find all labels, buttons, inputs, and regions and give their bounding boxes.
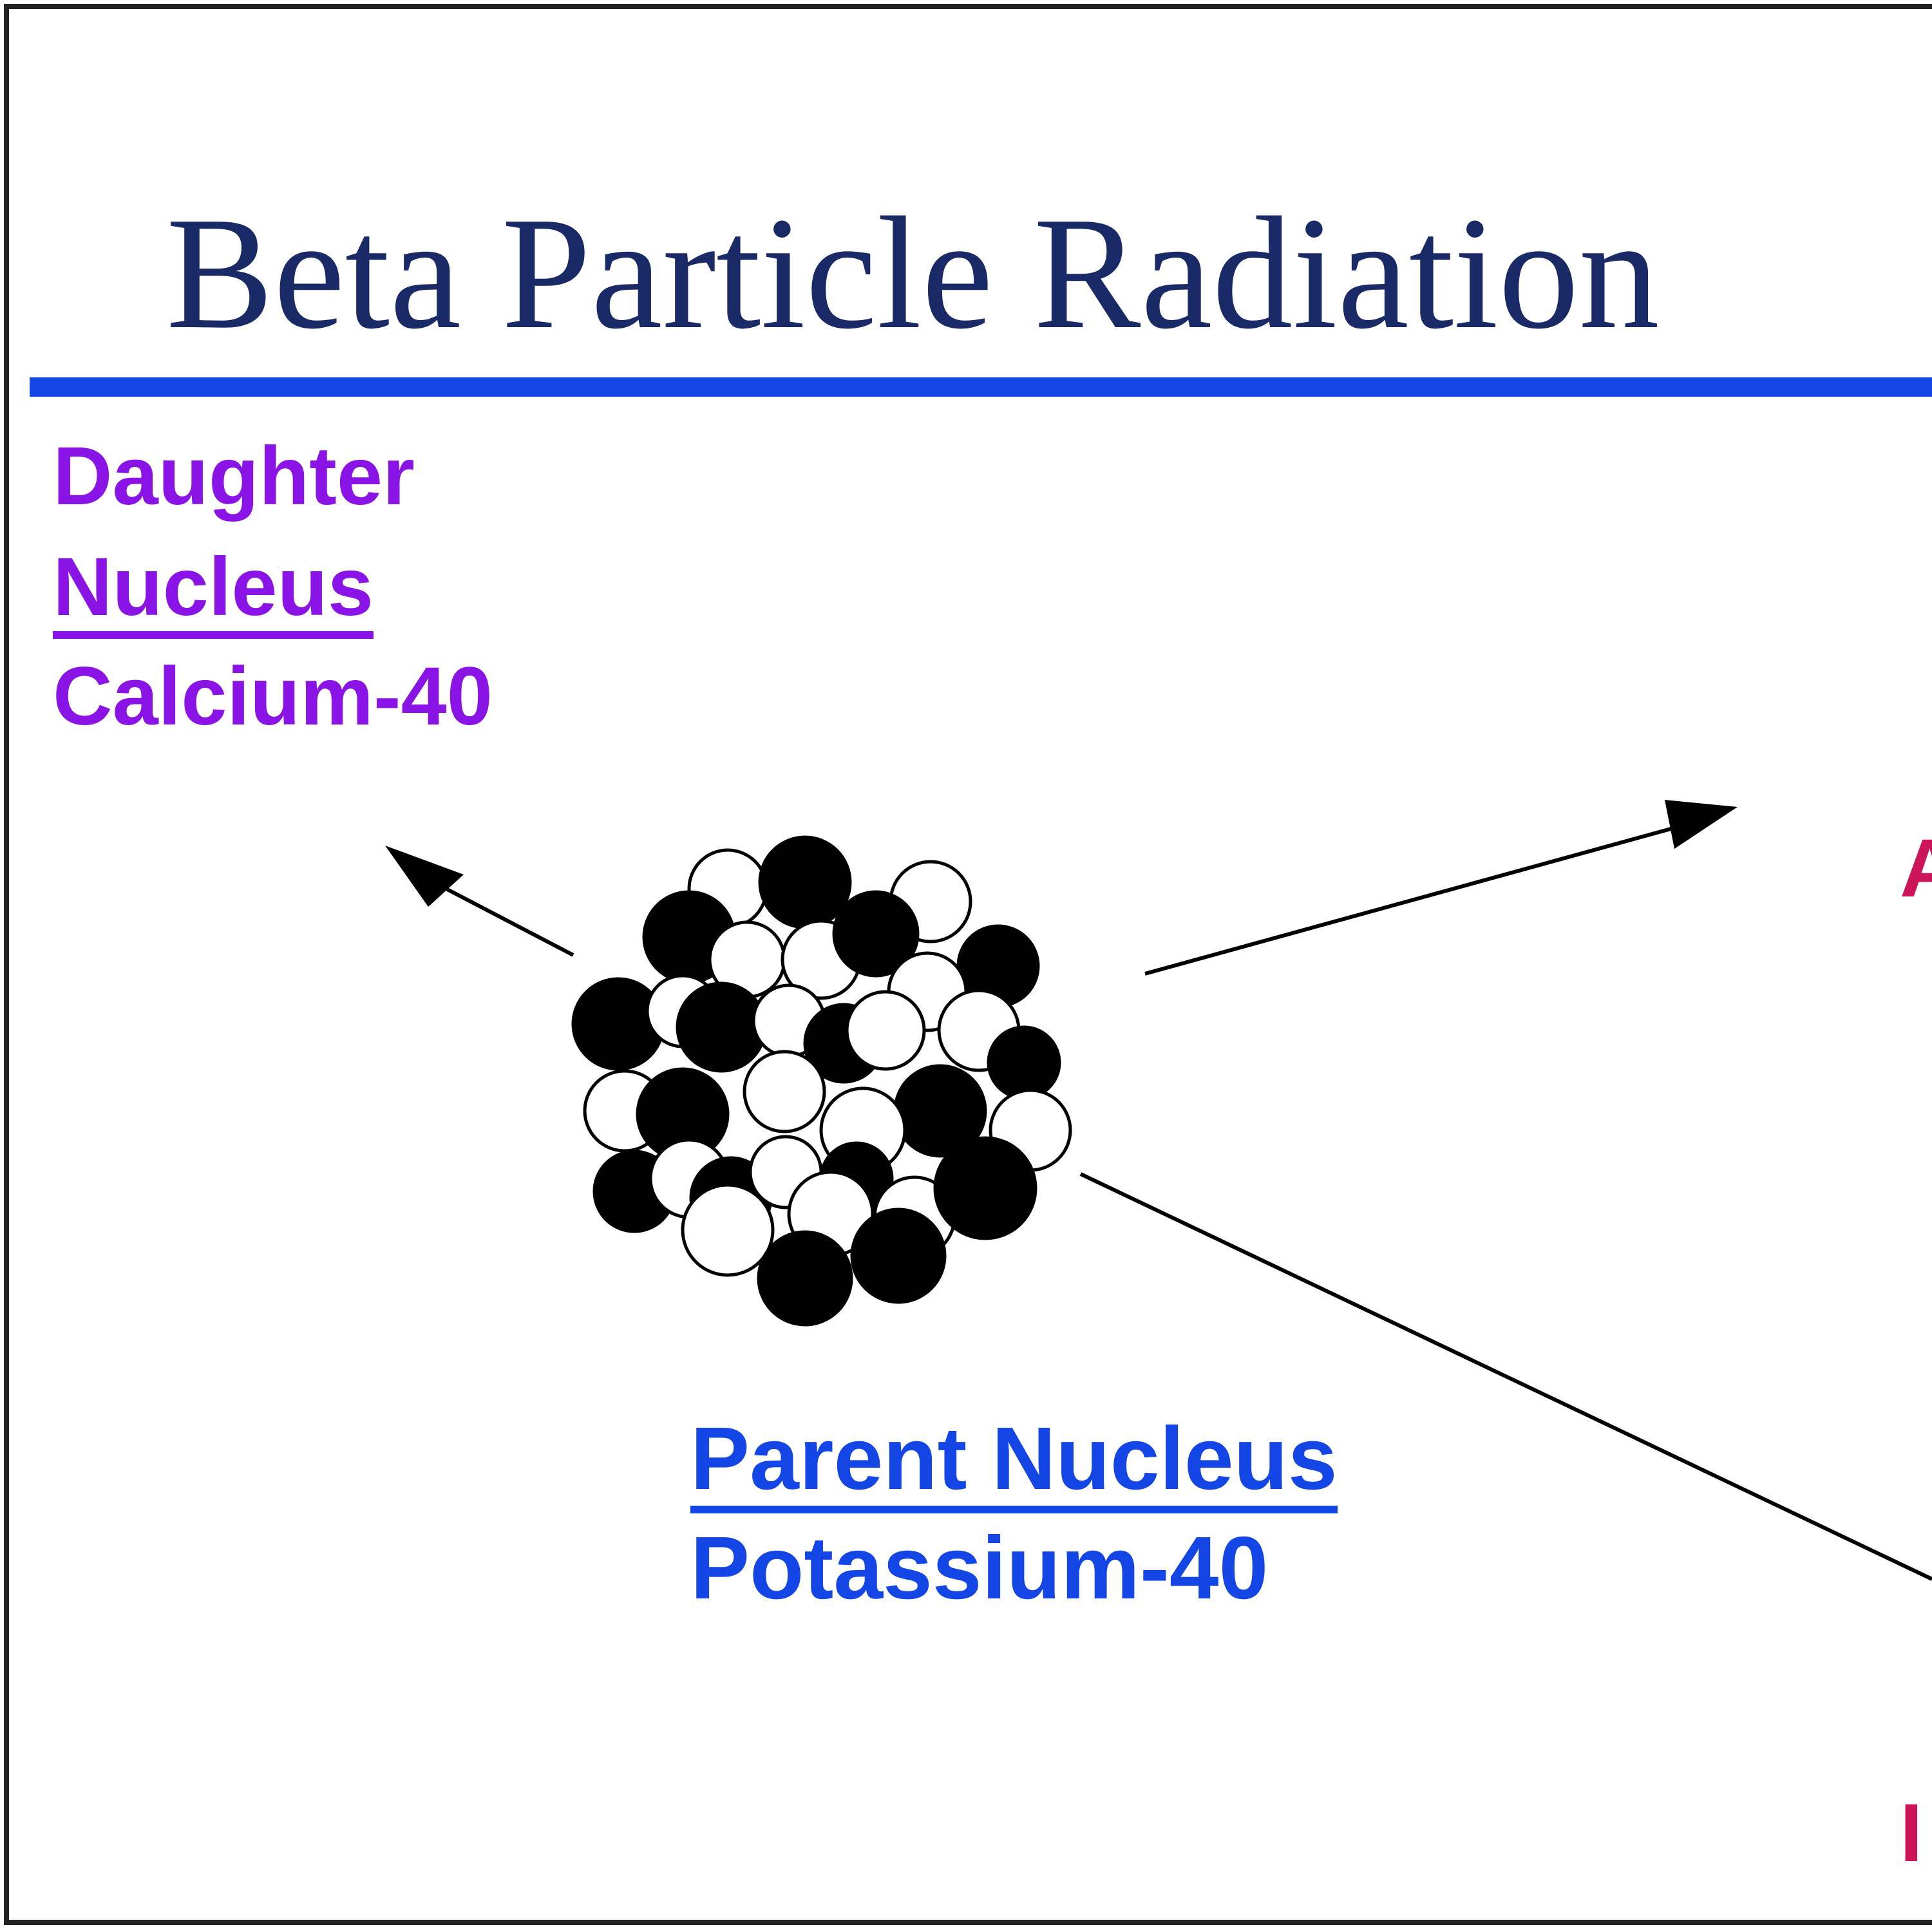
daughter-element: Calcium-40 (53, 650, 493, 743)
neutron-particle (681, 1183, 775, 1277)
parent-heading: Parent Nucleus (690, 1414, 1338, 1513)
proton-particle (850, 1208, 947, 1304)
proton-particle (676, 981, 767, 1073)
neutron-particle (743, 1050, 826, 1133)
proton-particle (758, 835, 852, 929)
upper-right-arrow-line (1144, 822, 1688, 976)
title-rule (30, 377, 1932, 397)
parent-element: Potassium-40 (690, 1519, 1269, 1618)
cut-off-label-upper-right: A (1900, 822, 1932, 914)
potassium-40-nucleus (571, 835, 1072, 1327)
proton-particle (933, 1136, 1037, 1240)
proton-particle (757, 1230, 853, 1327)
outer-frame (4, 4, 1932, 1925)
daughter-heading-line1: Daughter (53, 430, 415, 522)
lower-right-path-line (1079, 1172, 1932, 1581)
daughter-recoil-arrow-line (424, 876, 574, 957)
neutron-particle (845, 990, 926, 1071)
daughter-heading-line2: Nucleus (53, 546, 374, 639)
page-title: Beta Particle Radiation (166, 184, 1660, 363)
cut-off-label-lower-right: I (1900, 1787, 1923, 1879)
upper-right-arrowhead (1665, 800, 1738, 849)
daughter-recoil-arrowhead (385, 846, 464, 907)
proton-particle (832, 890, 920, 978)
proton-particle (987, 1025, 1061, 1100)
